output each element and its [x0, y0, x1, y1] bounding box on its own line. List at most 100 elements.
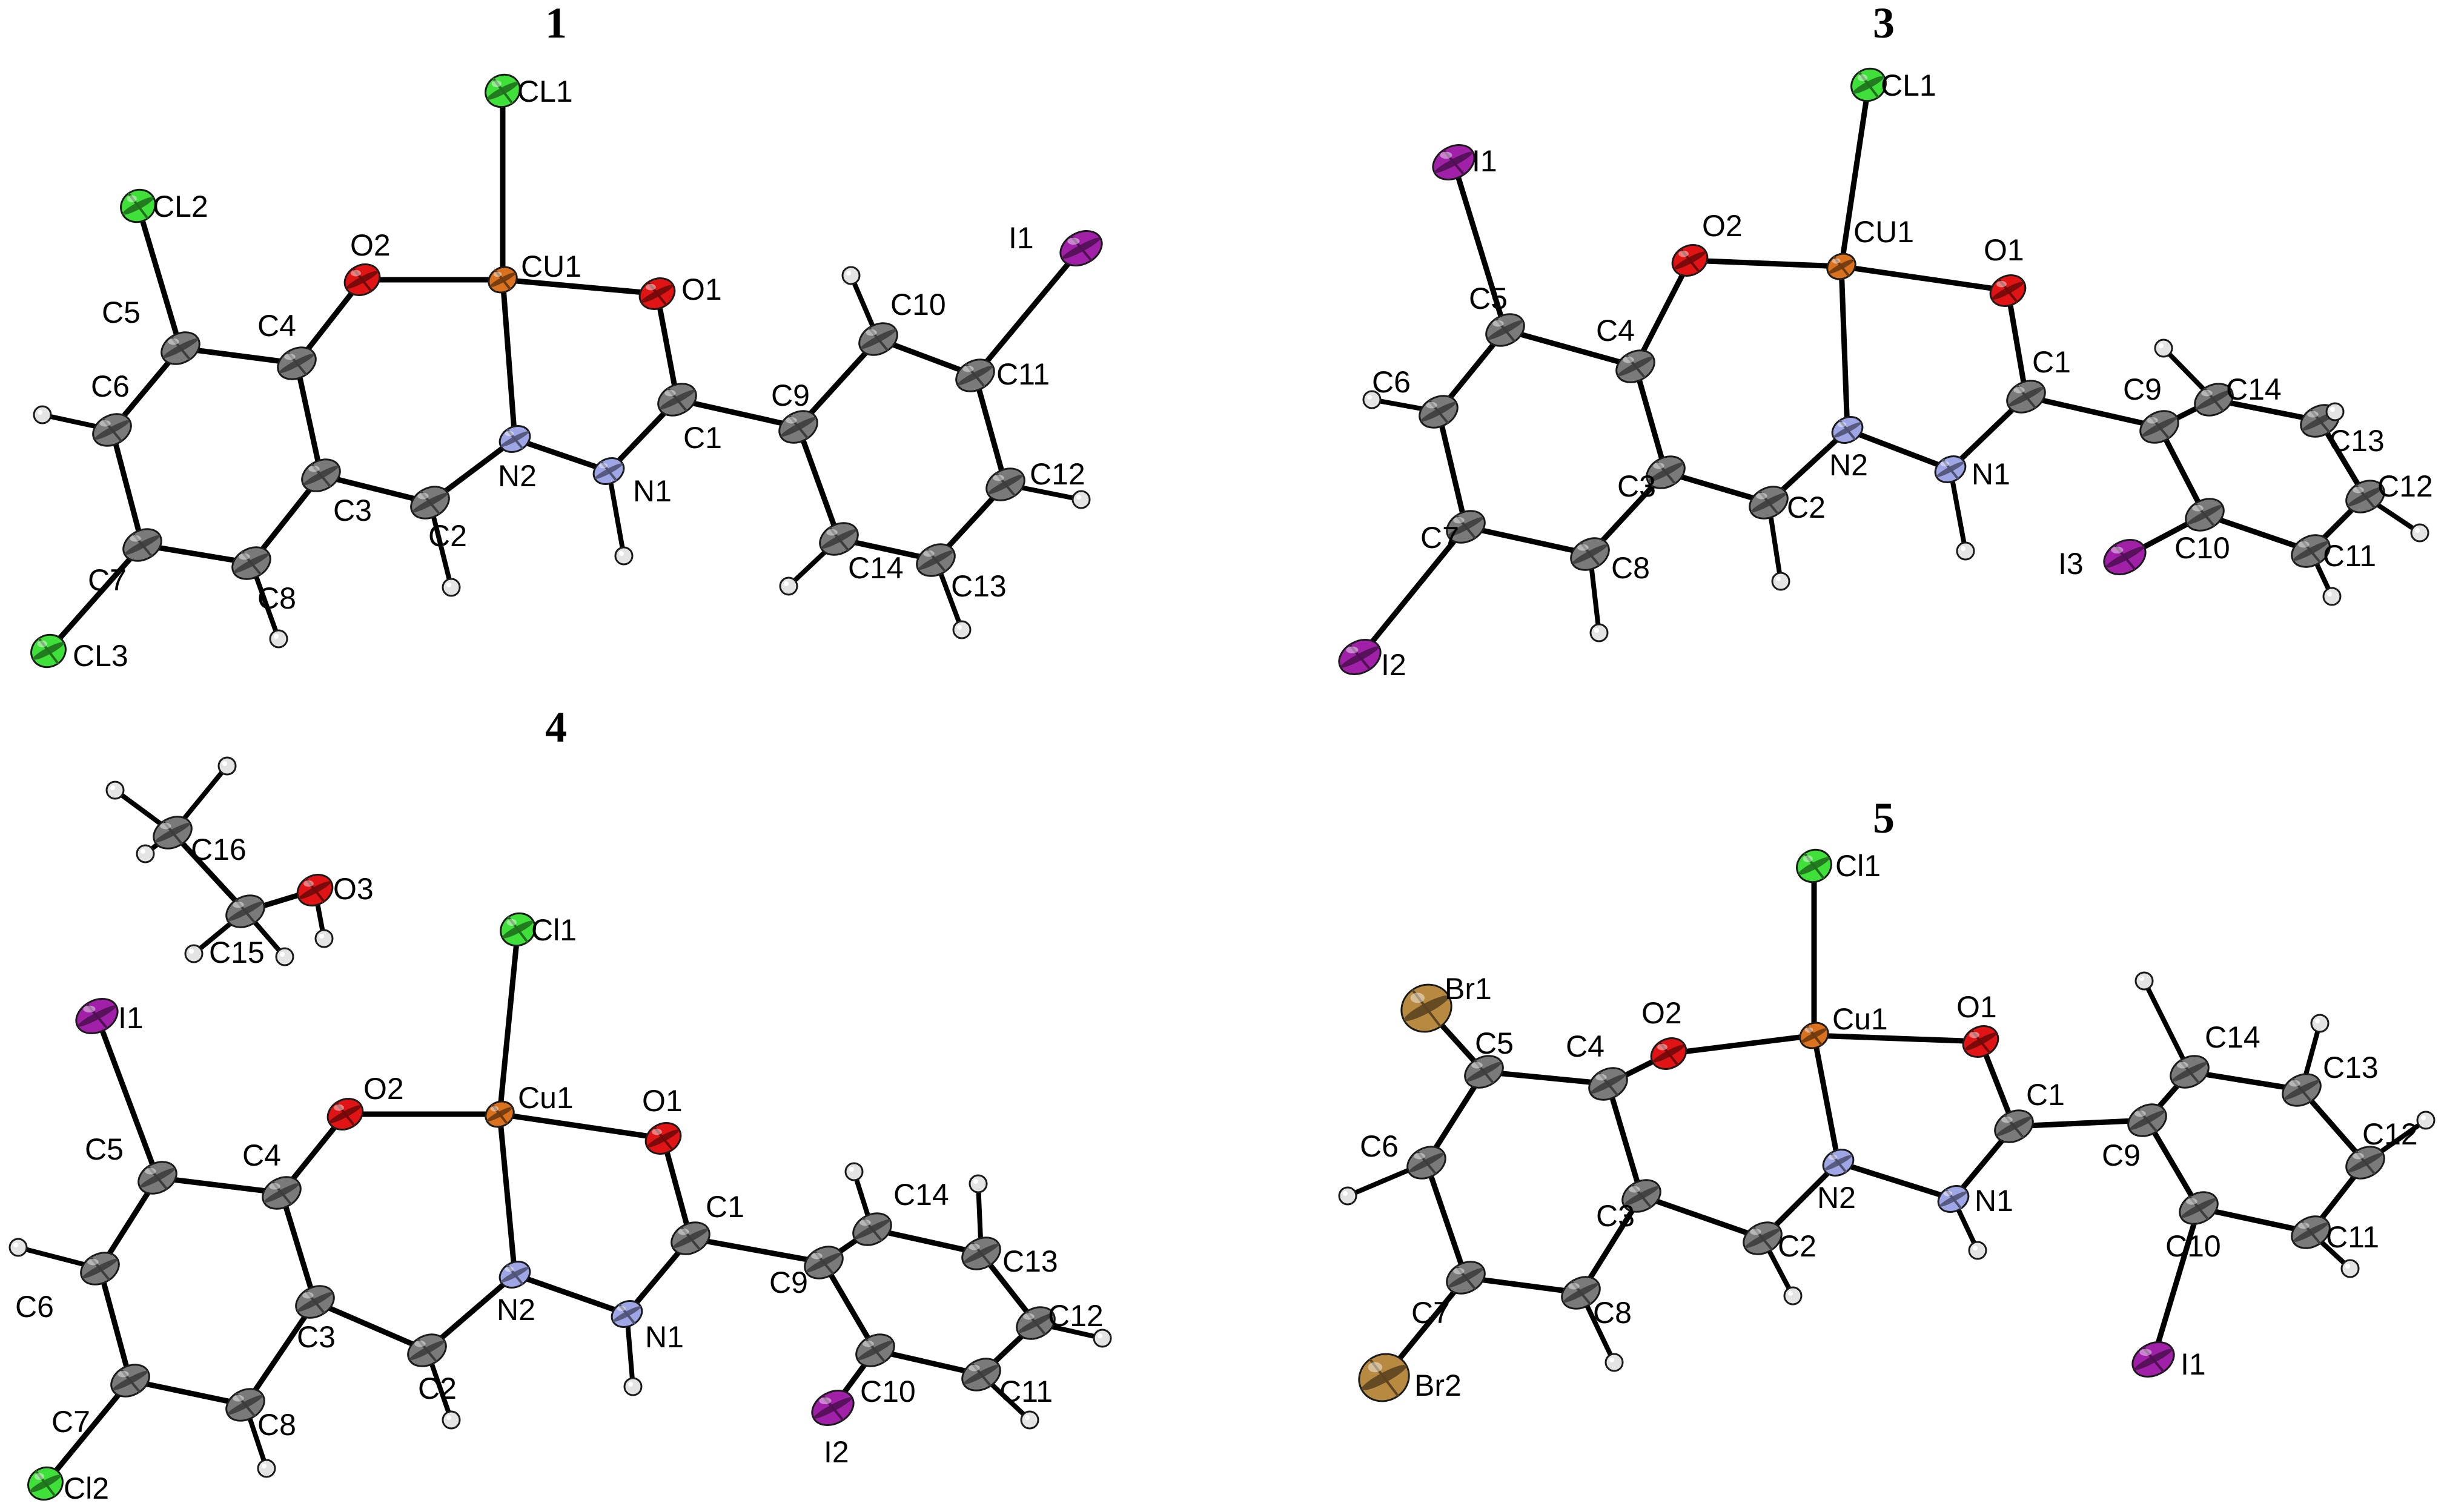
- bond-c8-c3: [1578, 1193, 1644, 1296]
- atom-c12: [985, 467, 1025, 501]
- atom-c11: [2291, 1215, 2331, 1249]
- atom-cl2: [120, 188, 156, 223]
- atom-label-o2: O2: [363, 1072, 404, 1106]
- bond-c7-cl2: [42, 1378, 133, 1487]
- atom-label-i2: I2: [824, 1435, 849, 1469]
- atom-label-c12: C12: [2377, 469, 2433, 503]
- atom-c13: [2282, 1073, 2322, 1107]
- atom-c7: [1446, 1261, 1486, 1295]
- atom-n2: [498, 425, 531, 453]
- atom-n2: [1822, 1149, 1855, 1177]
- bond-c9-c10: [2144, 1117, 2202, 1211]
- atom-c9: [2139, 410, 2179, 444]
- atom-c8: [1561, 1276, 1601, 1310]
- atom-c5: [1485, 313, 1525, 347]
- atom-c3: [1646, 455, 1686, 489]
- atom-o2: [343, 263, 381, 296]
- atom-c14: [852, 1212, 892, 1246]
- atom-c10: [2179, 1191, 2219, 1225]
- atom-i3: [2103, 538, 2147, 576]
- atom-h14: [2134, 971, 2154, 991]
- atom-hn1: [1956, 541, 1975, 561]
- atom-label-c7: C7: [51, 1405, 90, 1439]
- bond-n1-n2: [1844, 427, 1953, 472]
- atom-cl1: [500, 912, 536, 947]
- atom-c8: [1570, 537, 1610, 571]
- bond-o1-c1: [2005, 288, 2029, 400]
- bond-c13-c14: [2187, 1069, 2305, 1093]
- atom-label-cl1: Cl1: [1835, 849, 1881, 883]
- bond-n1-n2: [1835, 1160, 1956, 1202]
- bond-cu1-o1: [497, 1111, 666, 1141]
- atom-label-c4: C4: [242, 1138, 281, 1172]
- atom-h11: [2322, 587, 2342, 606]
- atom-label-c3: C3: [297, 1320, 336, 1354]
- bond-c10-c11: [2202, 512, 2314, 554]
- bond-cu1-n2: [1838, 263, 1850, 433]
- atom-c11: [961, 1358, 1001, 1392]
- panel-structure-1: CL1CL2CL3I1CU1O1O2N1N2C1C2C3C4C5C6C7C8C9…: [30, 73, 1103, 673]
- bond-cu1-n2: [1811, 1032, 1841, 1166]
- bond-cu1-n2: [500, 277, 518, 442]
- atom-c7: [1446, 510, 1486, 544]
- atom-label-n2: N2: [1817, 1181, 1856, 1215]
- atom-label-c1: C1: [706, 1190, 744, 1224]
- bond-c11-i1: [972, 245, 1084, 378]
- bond-c14-h14: [2142, 979, 2192, 1074]
- atom-label-n1: N1: [1972, 457, 2010, 491]
- atom-h14: [779, 576, 798, 596]
- atom-h2: [1771, 572, 1790, 591]
- atom-label-c1: C1: [683, 421, 722, 455]
- atom-c4: [1588, 1067, 1628, 1101]
- atom-ho3: [314, 929, 334, 948]
- atom-br2: [1358, 1353, 1410, 1402]
- atom-label-cu1: CU1: [521, 249, 581, 283]
- atom-label-c5: C5: [102, 295, 141, 329]
- bond-c2-c3: [1638, 1193, 1766, 1241]
- panel-title-1: 1: [545, 0, 567, 47]
- atom-label-o1: O1: [1956, 990, 1997, 1024]
- atom-n2: [1831, 416, 1864, 444]
- atom-label-c5: C5: [1469, 282, 1508, 315]
- atom-label-c4: C4: [1566, 1029, 1604, 1063]
- atom-label-c8: C8: [1611, 551, 1650, 585]
- bond-c4-c5: [154, 1175, 285, 1196]
- atom-label-n1: N1: [1975, 1184, 2013, 1218]
- atom-h16c: [136, 844, 155, 863]
- atom-label-o2: O2: [350, 228, 391, 262]
- atom-c3: [1621, 1179, 1661, 1213]
- bond-o1-c1: [660, 1135, 694, 1241]
- atom-c6: [1406, 1146, 1446, 1180]
- atom-label-cu1: Cu1: [1832, 1002, 1888, 1036]
- atom-h14: [2154, 338, 2173, 358]
- bond-c1-c9: [2011, 1117, 2150, 1129]
- atom-c7: [110, 1364, 150, 1398]
- atom-label-c12: C12: [2362, 1117, 2418, 1151]
- atom-cu1: [1799, 1022, 1829, 1049]
- atom-label-cl2: CL2: [153, 190, 208, 223]
- atom-c9: [778, 410, 818, 444]
- bond-cu1-o2: [1666, 1032, 1817, 1057]
- atom-label-c14: C14: [893, 1178, 949, 1212]
- atom-hn1: [1968, 1241, 1987, 1260]
- atom-i1: [75, 997, 119, 1035]
- atom-label-c2: C2: [428, 519, 467, 553]
- atom-c12: [2345, 480, 2385, 513]
- bond-c7-c8: [139, 542, 254, 566]
- atom-c5: [1464, 1055, 1504, 1089]
- atom-h12: [2410, 523, 2429, 543]
- atom-c4: [277, 346, 317, 380]
- atom-cl1: [1796, 848, 1832, 883]
- atom-o1: [1962, 1025, 1999, 1058]
- atom-c3: [295, 1285, 335, 1319]
- atom-c12: [1016, 1306, 1056, 1340]
- atom-label-c6: C6: [1360, 1129, 1399, 1163]
- bond-c4-c5: [1481, 1069, 1611, 1087]
- atom-h14: [844, 1162, 864, 1181]
- bond-cu1-n2: [497, 1111, 518, 1278]
- atom-o2: [326, 1098, 364, 1131]
- atom-label-c11: C11: [999, 1375, 1053, 1408]
- atom-cl2: [27, 1466, 64, 1501]
